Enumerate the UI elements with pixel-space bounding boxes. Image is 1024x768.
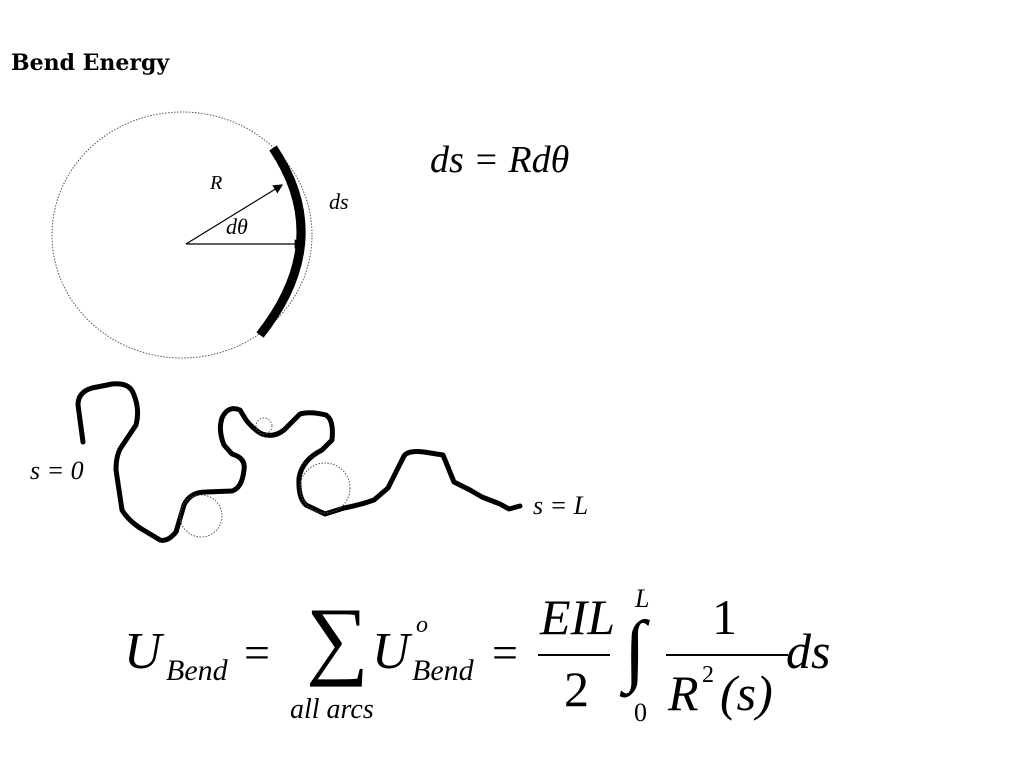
fraction1-bar <box>538 654 610 656</box>
lhs-symbol: U <box>124 623 162 680</box>
polymer-chain <box>75 381 523 543</box>
term-superscript: o <box>416 612 428 638</box>
arc-segment <box>256 145 306 338</box>
fraction2-denominator-argument: (s) <box>720 665 773 721</box>
fraction2-numerator: 1 <box>712 589 737 645</box>
radius-arrow-upper <box>185 184 284 245</box>
reference-circle <box>51 111 313 359</box>
fraction2-denominator-R: R <box>668 665 699 721</box>
integral-upper-limit: L <box>635 584 650 613</box>
summation-symbol: ∑ <box>306 591 369 688</box>
page-title: Bend Energy <box>11 50 170 76</box>
lhs-subscript: Bend <box>166 654 228 687</box>
bend-energy-formula: U Bend = ∑ all arcs U o Bend = EIL 2 ∫ L… <box>120 582 880 752</box>
curvature-circle-1 <box>179 494 223 538</box>
angle-label: dθ <box>226 214 248 239</box>
curvature-circle-2 <box>255 417 273 435</box>
start-label: s = 0 <box>30 456 84 485</box>
fraction2-denominator-superscript: 2 <box>702 662 714 688</box>
arc-label: ds <box>329 189 349 214</box>
fraction2-bar <box>666 654 788 656</box>
integral-symbol: ∫ <box>624 606 646 694</box>
end-label: s = L <box>533 491 589 520</box>
differential: ds <box>786 623 831 679</box>
radius-label: R <box>210 172 223 194</box>
fraction1-denominator: 2 <box>564 661 589 717</box>
fraction1-numerator: EIL <box>540 589 615 645</box>
term-subscript: Bend <box>412 654 474 687</box>
summation-under: all arcs <box>290 694 374 725</box>
integral-lower-limit: 0 <box>634 698 647 727</box>
term-symbol: U <box>372 623 410 680</box>
arc-length-equation: ds = Rdθ <box>430 139 570 181</box>
curvature-circle-3 <box>299 462 351 514</box>
equals-sign-2: = <box>492 627 518 678</box>
equals-sign-1: = <box>244 627 270 678</box>
